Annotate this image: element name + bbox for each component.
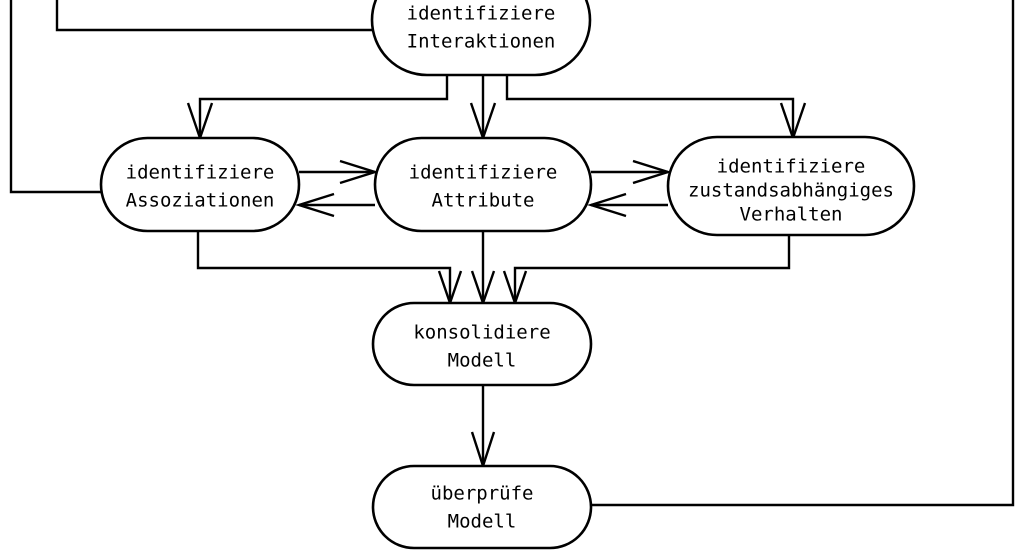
node-label-verhalten-line3: Verhalten (740, 204, 843, 226)
node-shape-assoziationen (99, 136, 301, 233)
node-konsolidiere-modell[interactable]: konsolidiere Modell (371, 301, 593, 387)
edge-ueberpruefe-feedback-right (590, 0, 1015, 507)
edge-assoziationen-to-konsolidiere (196, 231, 463, 307)
edge-konsolidiere-to-ueberpruefe (470, 385, 496, 470)
node-label-konsolidiere-line2: Modell (448, 350, 517, 372)
node-label-interaktionen-line1: identifiziere (407, 3, 556, 25)
node-label-attribute-line2: Attribute (432, 190, 535, 212)
edge-interaktionen-feedback-left (55, 0, 372, 32)
node-label-verhalten-line1: identifiziere (717, 156, 866, 178)
node-shape-verhalten (666, 135, 916, 237)
node-label-assoziationen-line2: Assoziationen (126, 190, 275, 212)
node-shape-ueberpruefe (371, 464, 593, 550)
edge-assoziationen-feedback-left (9, 0, 103, 194)
edge-attribute-to-verhalten (591, 159, 673, 185)
edge-attribute-to-konsolidiere (470, 231, 496, 307)
node-shape-interaktionen (370, 0, 592, 77)
node-shape-konsolidiere (371, 301, 593, 387)
node-label-ueberpruefe-line2: Modell (448, 511, 517, 533)
edge-interaktionen-to-assoziationen (186, 75, 449, 142)
node-label-attribute-line1: identifiziere (409, 162, 558, 184)
node-label-interaktionen-line2: Interaktionen (407, 31, 556, 53)
node-identifiziere-attribute[interactable]: identifiziere Attribute (373, 136, 593, 233)
edge-verhalten-to-attribute (586, 192, 668, 218)
edge-assoziationen-to-attribute (299, 159, 380, 185)
node-shape-attribute (373, 136, 593, 233)
node-label-ueberpruefe-line1: überprüfe (431, 483, 534, 505)
node-identifiziere-interaktionen[interactable]: identifiziere Interaktionen (370, 0, 592, 77)
edge-attribute-to-assoziationen (294, 192, 375, 218)
node-identifiziere-assoziationen[interactable]: identifiziere Assoziationen (99, 136, 301, 233)
node-label-verhalten-line2: zustandsabhängiges (688, 180, 894, 202)
edge-interaktionen-to-attribute (469, 75, 497, 142)
node-identifiziere-zustandsabhaengiges-verhalten[interactable]: identifiziere zustandsabhängiges Verhalt… (666, 135, 916, 237)
node-ueberpruefe-modell[interactable]: überprüfe Modell (371, 464, 593, 550)
edge-verhalten-to-konsolidiere (502, 231, 791, 307)
node-label-konsolidiere-line1: konsolidiere (413, 322, 550, 344)
edge-interaktionen-to-verhalten (505, 75, 807, 142)
node-label-assoziationen-line1: identifiziere (126, 162, 275, 184)
